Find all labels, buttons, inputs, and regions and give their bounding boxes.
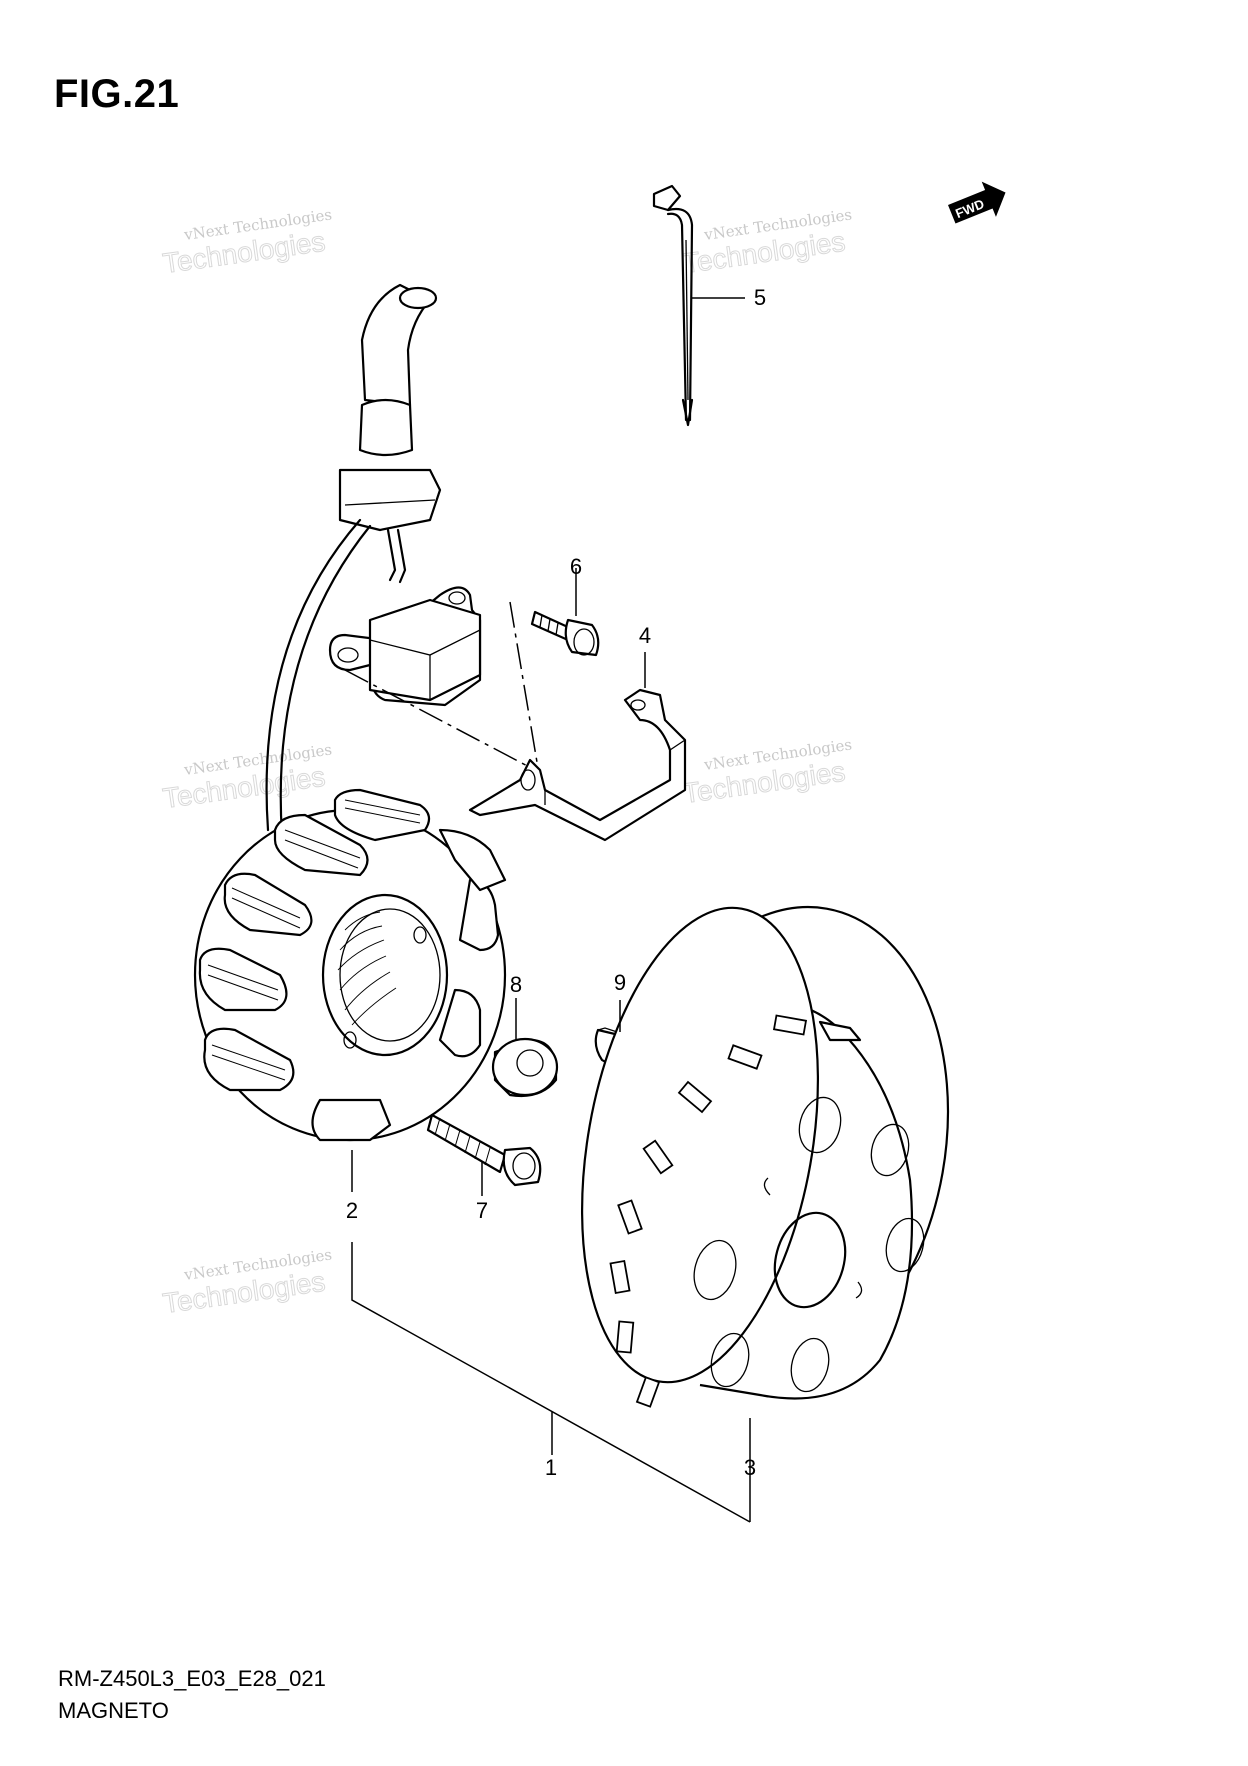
wire-harness bbox=[265, 283, 482, 837]
model-code: RM-Z450L3_E03_E28_021 bbox=[58, 1666, 326, 1691]
callout-3: 3 bbox=[744, 1455, 756, 1480]
section-name: MAGNETO bbox=[58, 1698, 169, 1723]
callout-labels: 1 2 3 4 5 6 7 8 9 bbox=[346, 285, 766, 1480]
callout-2: 2 bbox=[346, 1198, 358, 1223]
callout-4: 4 bbox=[639, 623, 651, 648]
rotor-part-3 bbox=[580, 905, 950, 1408]
callout-6: 6 bbox=[570, 554, 582, 579]
cable-tie-part bbox=[652, 184, 694, 427]
alignment-lines bbox=[344, 601, 541, 781]
leader-lines bbox=[351, 297, 751, 1523]
callout-9: 9 bbox=[614, 970, 626, 995]
callout-7: 7 bbox=[476, 1198, 488, 1223]
bracket-part-4 bbox=[468, 688, 687, 842]
callout-8: 8 bbox=[510, 972, 522, 997]
screw-part-6 bbox=[530, 610, 600, 657]
stator-part-2 bbox=[193, 788, 507, 1142]
bolt-part-7 bbox=[426, 1113, 542, 1187]
callout-1: 1 bbox=[545, 1455, 557, 1480]
figure-title: FIG.21 bbox=[54, 72, 180, 116]
fwd-direction-arrow: FWD bbox=[948, 181, 1006, 224]
callout-5: 5 bbox=[754, 285, 766, 310]
washer-part-8 bbox=[491, 1037, 559, 1098]
